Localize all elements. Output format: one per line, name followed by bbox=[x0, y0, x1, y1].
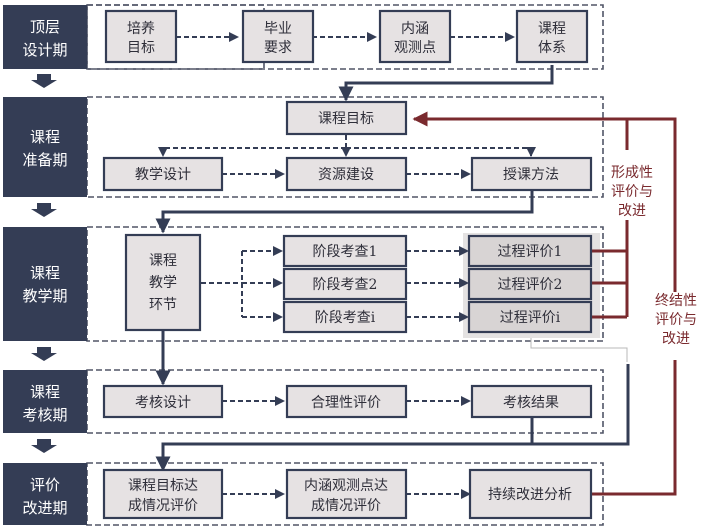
feedback-loops bbox=[414, 117, 677, 496]
formative-label: 改进 bbox=[618, 203, 646, 219]
label-process-eval-i: 过程评价i bbox=[500, 310, 561, 326]
box-teaching-design bbox=[102, 156, 224, 192]
box-course-goal bbox=[285, 100, 408, 136]
phase-label-top-design: 顶层 bbox=[30, 18, 60, 36]
label-teaching-method: 授课方法 bbox=[503, 167, 559, 183]
process-boxes bbox=[102, 9, 593, 520]
phase-label-prep: 课程 bbox=[30, 128, 60, 146]
summative-label: 评价与 bbox=[655, 312, 697, 328]
box-curriculum-system bbox=[515, 9, 589, 64]
connector-system-to-goal bbox=[338, 65, 554, 102]
label-resource-building: 资源建设 bbox=[318, 167, 374, 183]
phase-label-top-design: 设计期 bbox=[22, 41, 67, 59]
box-resource-building bbox=[285, 156, 408, 192]
label-process-eval-1: 过程评价1 bbox=[498, 244, 563, 260]
box-rationality-eval bbox=[285, 384, 408, 419]
label-continuous-improve: 持续改进分析 bbox=[488, 486, 572, 503]
formative-label: 评价与 bbox=[611, 184, 653, 200]
phase-label-teaching: 教学期 bbox=[22, 287, 67, 305]
dash-split-right bbox=[346, 147, 536, 157]
label-course-goal: 课程目标 bbox=[318, 111, 374, 127]
down-arrow-icon bbox=[31, 203, 57, 217]
box-process-eval-i bbox=[467, 300, 593, 334]
connector-to-goal-achievement bbox=[155, 442, 628, 472]
phase-labels: 顶层 设计期 课程 准备期 课程 教学期 课程 考核期 评价 改进期 bbox=[3, 5, 87, 525]
summative-label: 终结性 bbox=[655, 293, 697, 309]
box-labels: 培养 目标 毕业 要求 内涵 观测点 课程 体系 课程目标 教学设计 资源建设 … bbox=[127, 21, 572, 514]
formative-feedback-line bbox=[414, 119, 629, 319]
box-graduation-req bbox=[241, 9, 315, 64]
summative-feedback-line bbox=[592, 117, 677, 496]
label-stage-check-2: 阶段考查2 bbox=[313, 277, 378, 293]
dashed-connectors bbox=[158, 32, 536, 499]
label-process-eval-2: 过程评价2 bbox=[498, 277, 563, 293]
label-assess-design: 考核设计 bbox=[135, 395, 191, 411]
label-rationality-eval: 合理性评价 bbox=[311, 395, 381, 411]
phase-block-assessment bbox=[3, 370, 87, 433]
box-point-achievement bbox=[285, 468, 408, 520]
phase-block-top-design bbox=[3, 5, 87, 69]
label-point-achievement: 成情况评价 bbox=[311, 498, 381, 514]
phase-label-prep: 准备期 bbox=[22, 151, 67, 169]
label-point-achievement: 内涵观测点达 bbox=[304, 478, 388, 494]
down-arrow-icon bbox=[31, 74, 57, 88]
label-curriculum-system: 体系 bbox=[538, 40, 566, 56]
label-teaching-link: 环节 bbox=[149, 297, 177, 313]
down-arrow-icon bbox=[31, 347, 57, 361]
label-teaching-link: 教学 bbox=[149, 275, 177, 291]
box-stage-check-2 bbox=[282, 267, 408, 301]
phase-transition-arrows bbox=[31, 74, 57, 453]
label-training-goal: 培养 bbox=[127, 21, 155, 37]
box-process-eval-2 bbox=[467, 267, 593, 301]
label-teaching-link: 课程 bbox=[149, 253, 177, 269]
box-process-eval-1 bbox=[467, 234, 593, 268]
label-observation-points: 内涵 bbox=[401, 21, 429, 37]
box-stage-check-1 bbox=[282, 234, 408, 268]
feedback-labels: 形成性 评价与 改进 终结性 评价与 改进 bbox=[611, 165, 697, 347]
label-goal-achievement: 课程目标达 bbox=[128, 478, 198, 494]
box-goal-achievement bbox=[102, 468, 224, 520]
box-assess-result bbox=[470, 384, 593, 419]
connector-method-to-teaching bbox=[155, 190, 534, 234]
label-goal-achievement: 成情况评价 bbox=[128, 498, 198, 514]
label-training-goal: 目标 bbox=[127, 40, 155, 56]
box-training-goal bbox=[104, 9, 178, 64]
label-graduation-req: 毕业 bbox=[264, 21, 292, 37]
dash-split-left bbox=[158, 147, 346, 157]
phase-block-teaching bbox=[3, 227, 87, 341]
label-teaching-design: 教学设计 bbox=[135, 167, 191, 183]
box-teaching-method bbox=[470, 156, 593, 192]
box-stage-check-i bbox=[282, 300, 408, 334]
label-curriculum-system: 课程 bbox=[538, 21, 566, 37]
summative-label: 改进 bbox=[662, 331, 690, 347]
label-assess-result: 考核结果 bbox=[503, 395, 559, 411]
phase-label-evaluation: 改进期 bbox=[22, 499, 67, 517]
phase-label-teaching: 课程 bbox=[30, 264, 60, 282]
phase-block-prep bbox=[3, 97, 87, 197]
phase-label-assessment: 课程 bbox=[30, 383, 60, 401]
box-assess-design bbox=[102, 384, 224, 419]
phase-label-evaluation: 评价 bbox=[30, 476, 60, 494]
thin-connector bbox=[530, 338, 628, 362]
phase-block-evaluation bbox=[3, 463, 87, 525]
formative-label: 形成性 bbox=[611, 165, 653, 181]
box-continuous-improve bbox=[468, 468, 593, 520]
box-observation-points bbox=[378, 9, 452, 64]
label-graduation-req: 要求 bbox=[264, 40, 292, 56]
phase-label-assessment: 考核期 bbox=[22, 406, 67, 424]
box-teaching-link bbox=[124, 233, 202, 332]
solid-connectors bbox=[155, 65, 630, 472]
label-observation-points: 观测点 bbox=[394, 40, 436, 56]
down-arrow-icon bbox=[31, 439, 57, 453]
label-stage-check-1: 阶段考查1 bbox=[313, 244, 378, 260]
label-stage-check-i: 阶段考查i bbox=[315, 310, 376, 326]
